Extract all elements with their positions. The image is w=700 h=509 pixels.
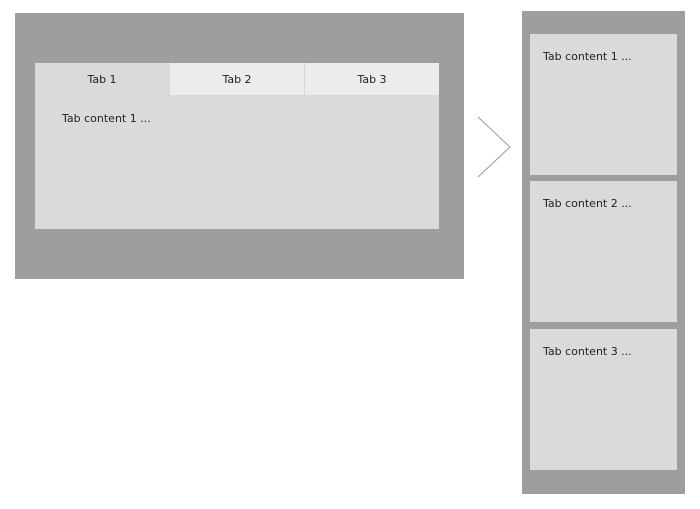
stacked-panel-3: Tab content 3 ...	[530, 329, 677, 470]
desktop-frame: Tab 1 Tab 2 Tab 3 Tab content 1 ...	[15, 13, 464, 279]
tab-panel-content: Tab content 1 ...	[62, 112, 151, 125]
tab-bar: Tab 1 Tab 2 Tab 3	[35, 63, 439, 95]
tab-1[interactable]: Tab 1	[35, 63, 169, 95]
stacked-panel-2: Tab content 2 ...	[530, 181, 677, 322]
tab-3[interactable]: Tab 3	[304, 63, 439, 95]
tabs-widget: Tab 1 Tab 2 Tab 3 Tab content 1 ...	[35, 63, 439, 229]
chevron-right-icon	[477, 116, 511, 178]
mobile-frame: Tab content 1 ... Tab content 2 ... Tab …	[522, 11, 685, 494]
stacked-panel-1: Tab content 1 ...	[530, 34, 677, 175]
tab-2[interactable]: Tab 2	[169, 63, 304, 95]
